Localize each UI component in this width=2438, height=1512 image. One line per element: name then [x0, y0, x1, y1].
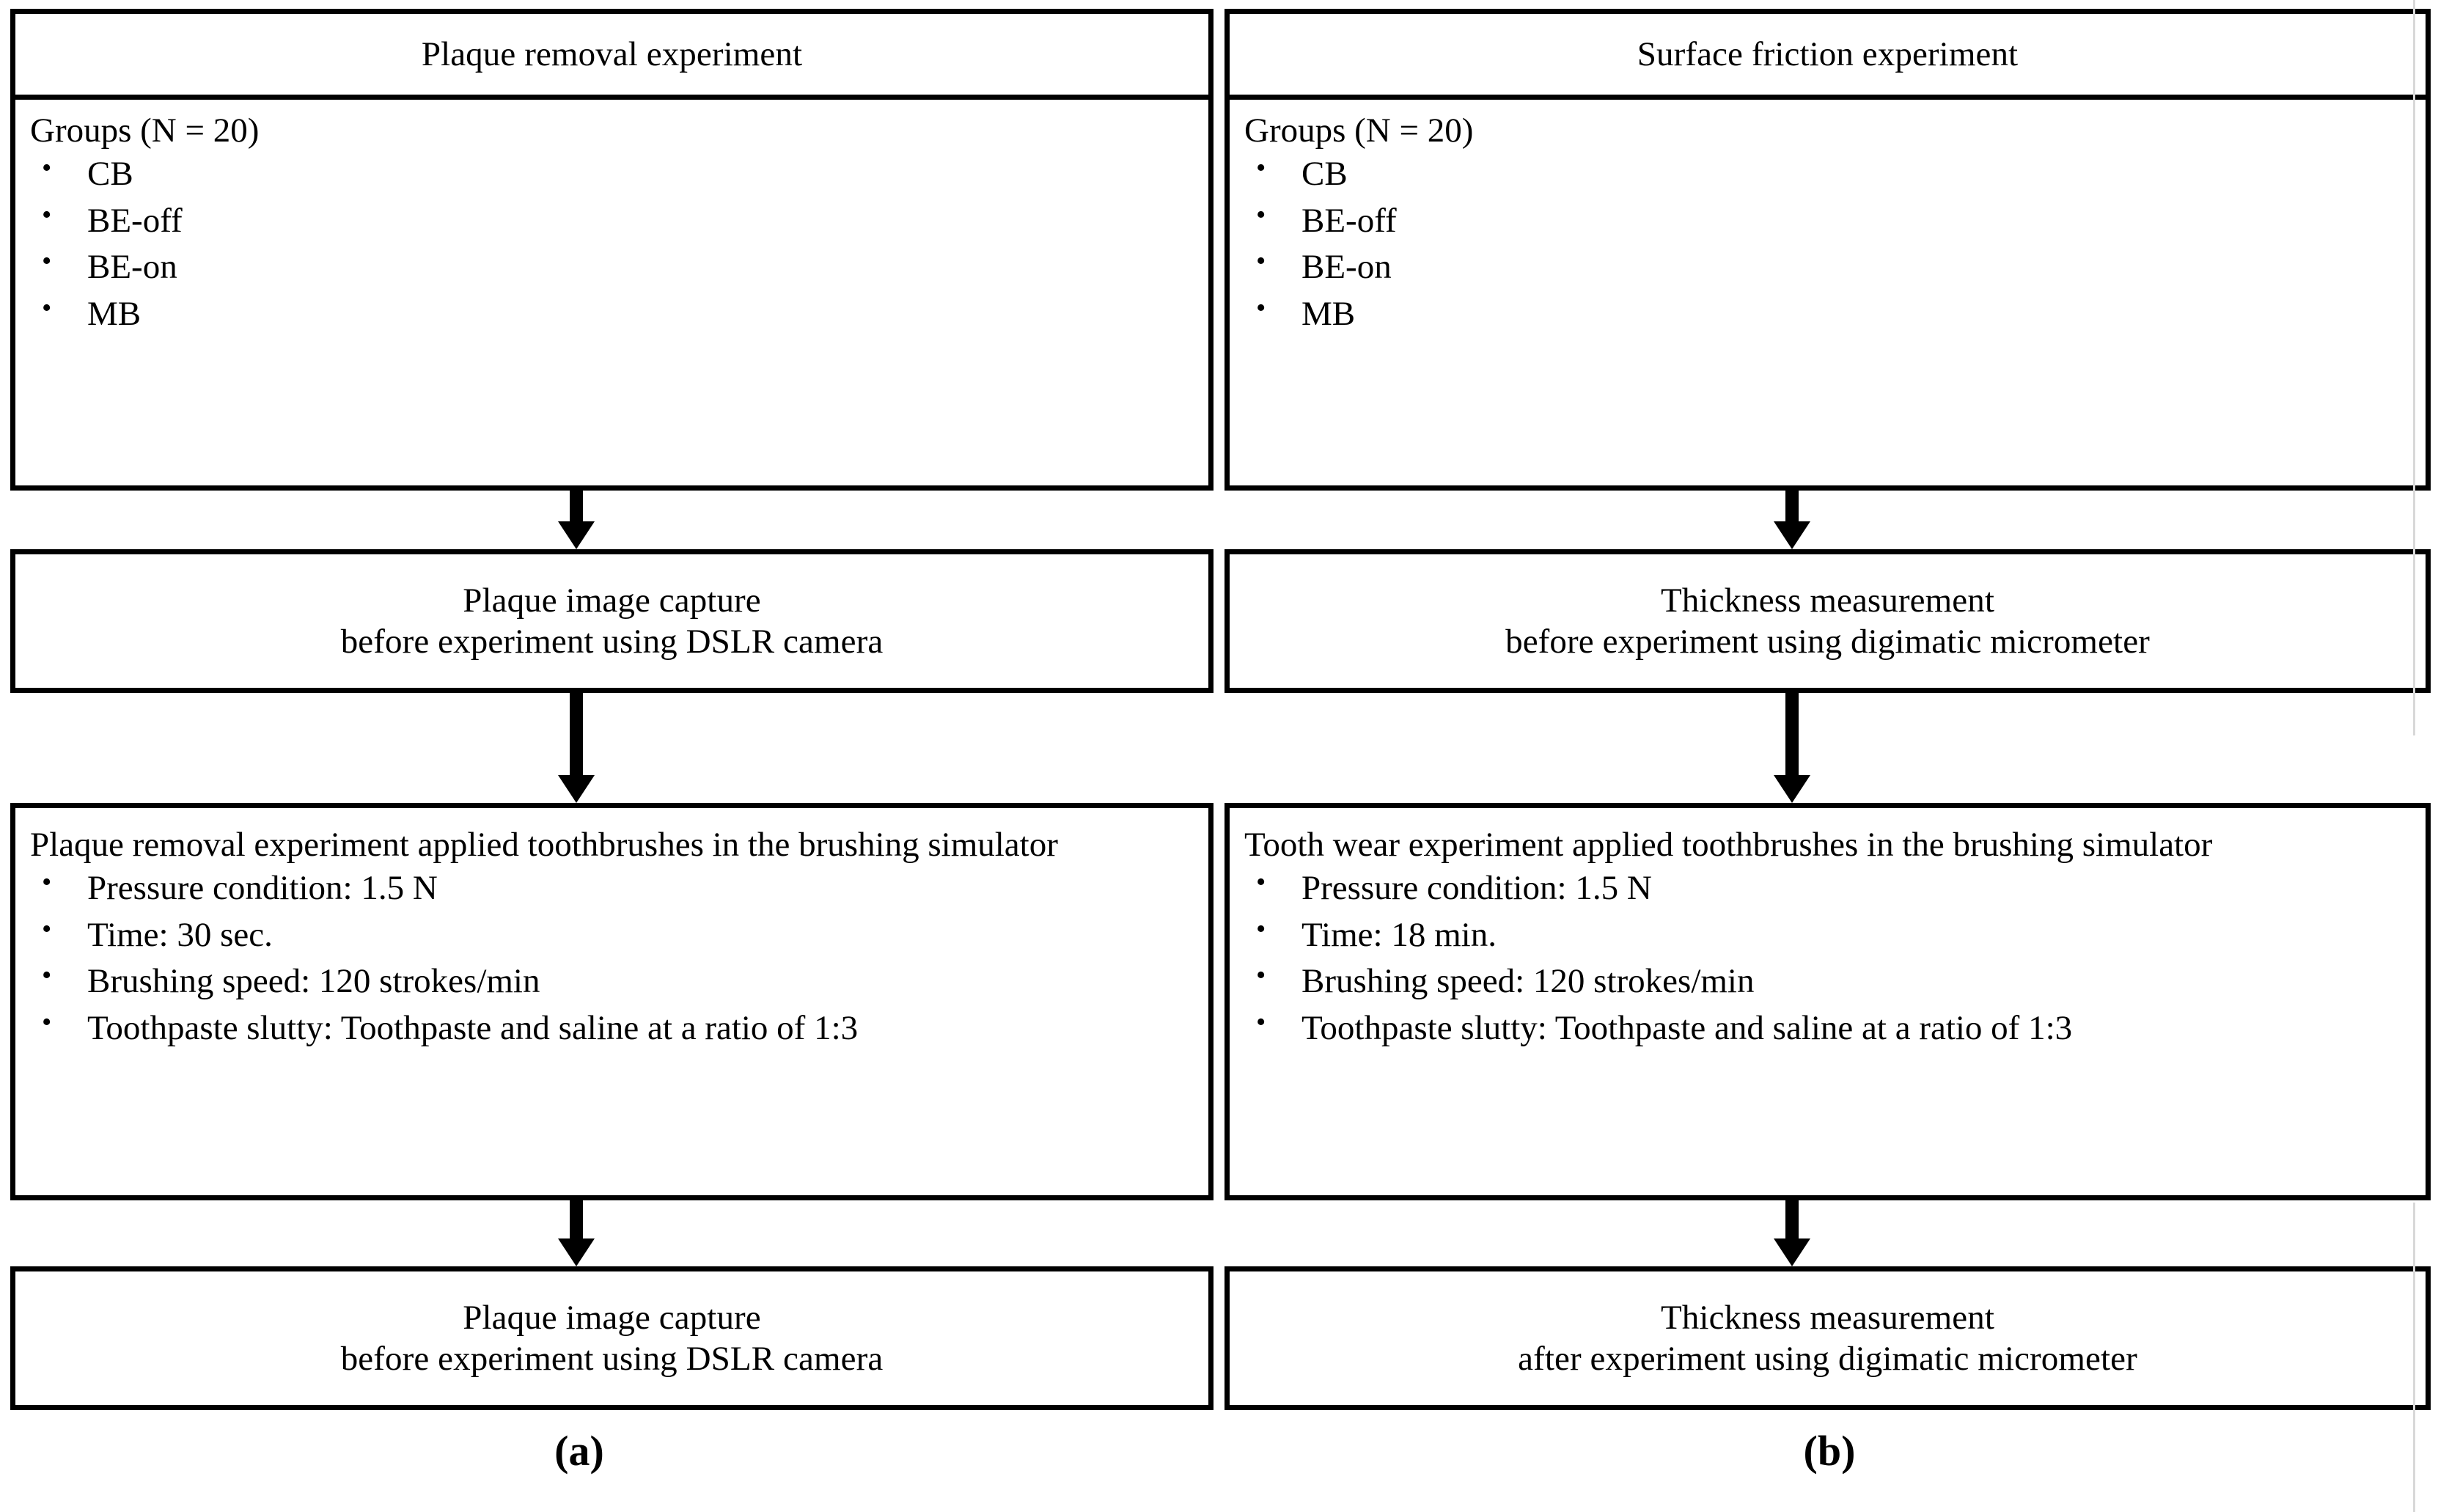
panel-b-arrow-3	[1774, 1200, 1810, 1266]
list-item: Brushing speed: 120 strokes/min	[30, 959, 1194, 1002]
list-item: BE-on	[1244, 245, 2411, 287]
list-item: Pressure condition: 1.5 N	[30, 866, 1194, 909]
panel-a-post-measurement-box: Plaque image capture before experiment u…	[10, 1266, 1214, 1410]
panel-b-protocol-lead: Tooth wear experiment applied toothbrush…	[1244, 826, 2213, 864]
panel-a-protocol-list: Pressure condition: 1.5 N Time: 30 sec. …	[30, 866, 1194, 1054]
panel-a-post-measurement-line2: before experiment using DSLR camera	[340, 1340, 884, 1378]
list-item: MB	[1244, 292, 2411, 334]
panel-b-pre-measurement-line1: Thickness measurement	[1661, 581, 1994, 620]
list-item: Time: 18 min.	[1244, 913, 2411, 955]
list-item: BE-on	[30, 245, 1194, 287]
list-item: Brushing speed: 120 strokes/min	[1244, 959, 2411, 1002]
caption-b: (b)	[1803, 1427, 1856, 1475]
panel-a-protocol-lead: Plaque removal experiment applied toothb…	[30, 826, 1058, 864]
panel-b-arrow-2	[1774, 693, 1810, 803]
list-item: Pressure condition: 1.5 N	[1244, 866, 2411, 909]
panel-a-header-text: Plaque removal experiment	[421, 34, 803, 73]
panel-b-post-measurement-box: Thickness measurement after experiment u…	[1224, 1266, 2431, 1410]
list-item: BE-off	[1244, 199, 2411, 241]
panel-a-header-box: Plaque removal experiment	[10, 9, 1214, 100]
list-item: CB	[30, 152, 1194, 194]
list-item: Time: 30 sec.	[30, 913, 1194, 955]
panel-b-post-measurement-line1: Thickness measurement	[1661, 1298, 1994, 1337]
panel-b-groups-list: CB BE-off BE-on MB	[1244, 152, 2411, 340]
panel-a-pre-measurement-line1: Plaque image capture	[463, 581, 761, 620]
list-item: MB	[30, 292, 1194, 334]
panel-b-pre-measurement-line2: before experiment using digimatic microm…	[1505, 623, 2150, 661]
list-item: CB	[1244, 152, 2411, 194]
panel-a-post-measurement-line1: Plaque image capture	[463, 1298, 761, 1337]
panel-b-arrow-1	[1774, 491, 1810, 549]
panel-b-protocol-box: Tooth wear experiment applied toothbrush…	[1224, 803, 2431, 1200]
panel-b-post-measurement-line2: after experiment using digimatic microme…	[1518, 1340, 2137, 1378]
panel-a-arrow-3	[558, 1200, 595, 1266]
panel-a-groups-title: Groups (N = 20)	[30, 111, 260, 150]
panel-b-groups-title: Groups (N = 20)	[1244, 111, 1474, 150]
page-hairline-right	[2413, 0, 2415, 735]
panel-b-groups-box: Groups (N = 20) CB BE-off BE-on MB	[1224, 95, 2431, 491]
panel-a-protocol-box: Plaque removal experiment applied toothb…	[10, 803, 1214, 1200]
panel-a-pre-measurement-line2: before experiment using DSLR camera	[340, 623, 884, 661]
panel-b-header-text: Surface friction experiment	[1637, 34, 2019, 73]
panel-a-pre-measurement-box: Plaque image capture before experiment u…	[10, 549, 1214, 693]
page-hairline-right-lower	[2413, 1203, 2415, 1512]
list-item: Toothpaste slutty: Toothpaste and saline…	[30, 1006, 1194, 1049]
caption-a: (a)	[554, 1427, 604, 1475]
list-item: BE-off	[30, 199, 1194, 241]
panel-b-pre-measurement-box: Thickness measurement before experiment …	[1224, 549, 2431, 693]
panel-b-header-box: Surface friction experiment	[1224, 9, 2431, 100]
panel-a-groups-list: CB BE-off BE-on MB	[30, 152, 1194, 340]
panel-a-arrow-2	[558, 693, 595, 803]
panel-a-groups-box: Groups (N = 20) CB BE-off BE-on MB	[10, 95, 1214, 491]
list-item: Toothpaste slutty: Toothpaste and saline…	[1244, 1006, 2411, 1049]
panel-b-protocol-list: Pressure condition: 1.5 N Time: 18 min. …	[1244, 866, 2411, 1054]
panel-a-arrow-1	[558, 491, 595, 549]
